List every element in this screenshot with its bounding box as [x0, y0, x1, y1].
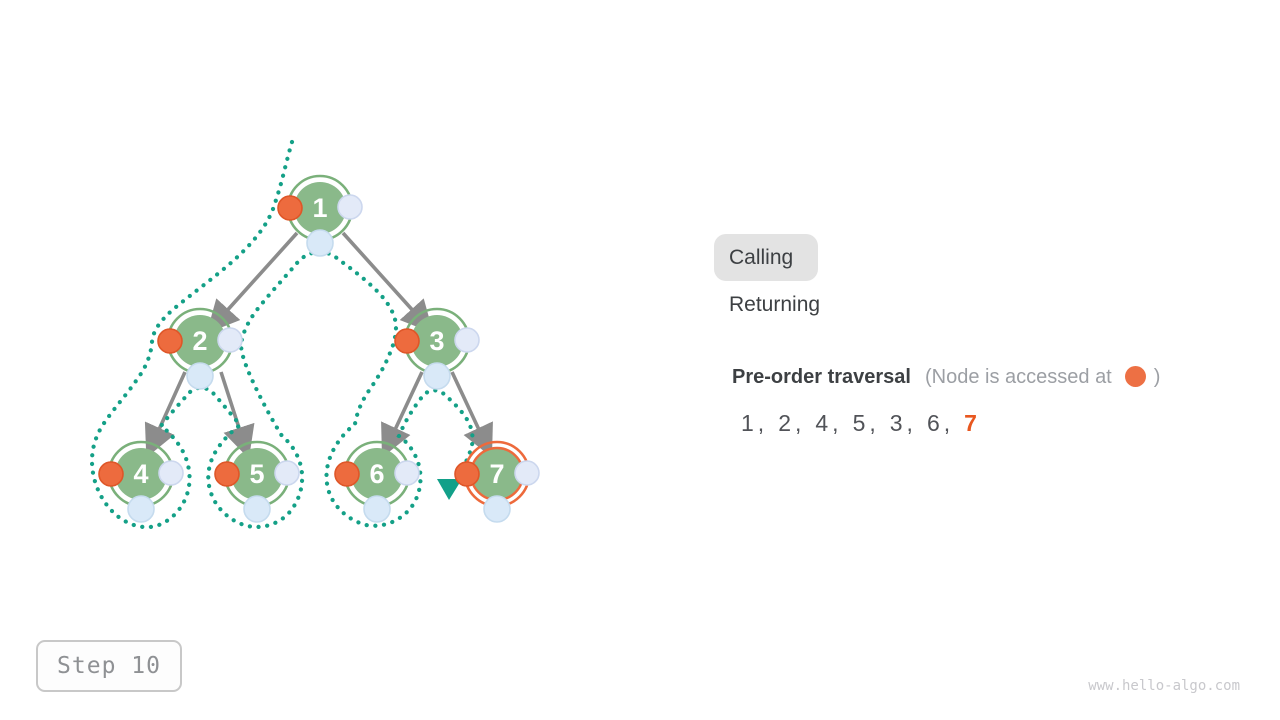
node-bottom-dot: [186, 362, 214, 390]
edge-1-2: [206, 231, 299, 334]
calling-state-badge[interactable]: Calling: [714, 234, 819, 281]
traversal-cursor-icon: [437, 479, 462, 500]
traversal-legend: Pre-order traversal (Node is accessed at): [732, 366, 1160, 389]
node-bottom-dot: [243, 495, 271, 523]
node-right-dot: [158, 460, 184, 486]
edge-2-5: [219, 371, 255, 459]
node-right-dot: [337, 194, 363, 220]
node-value: 4: [133, 459, 148, 489]
node-right-dot: [394, 460, 420, 486]
node-value: 3: [429, 326, 444, 356]
node-value: 6: [369, 459, 384, 489]
node-bottom-dot: [127, 495, 155, 523]
sequence-comma: ,: [869, 410, 876, 436]
tree-diagram: 1 2 3 4 5 6: [89, 139, 540, 530]
step-label: Step 10: [57, 653, 161, 679]
node-right-dot: [274, 460, 300, 486]
access-dot-icon: [1124, 366, 1146, 387]
tree-node-4: 4: [98, 440, 184, 523]
node-bottom-dot: [306, 229, 334, 257]
watermark: www.hello-algo.com: [1088, 678, 1240, 694]
sequence-number: 5: [852, 410, 866, 436]
sequence-comma: ,: [943, 410, 951, 436]
step-indicator: Step 10: [36, 640, 182, 692]
tree-node-2: 2: [157, 307, 243, 390]
sequence-comma: ,: [794, 410, 802, 436]
tree-node-3: 3: [394, 307, 480, 390]
node-access-dot: [98, 461, 124, 487]
node-body: [174, 315, 226, 367]
node-access-dot: [334, 461, 360, 487]
node-value: 1: [312, 193, 327, 223]
node-body: [411, 315, 463, 367]
node-access-dot: [214, 461, 240, 487]
tree-edges: [144, 231, 493, 459]
node-value: 5: [249, 459, 264, 489]
node-right-dot: [217, 327, 243, 353]
sequence-number: 3: [889, 410, 903, 436]
node-access-dot: [277, 195, 303, 221]
node-value: 2: [192, 326, 207, 356]
tree-node-7: 7: [454, 440, 540, 523]
sequence-comma: ,: [906, 410, 913, 436]
tree-node-5: 5: [214, 440, 300, 523]
traversal-path: [89, 139, 475, 530]
node-value: 7: [489, 459, 504, 489]
node-access-dot: [157, 328, 183, 354]
edge-1-3: [341, 231, 434, 334]
traversal-sequence: 1,2,4,5,3,6,7: [741, 410, 977, 437]
returning-state-label[interactable]: Returning: [729, 293, 821, 316]
traversal-title: Pre-order traversal: [732, 366, 911, 388]
node-body: [115, 448, 167, 500]
node-body: [294, 182, 346, 234]
sequence-comma: ,: [757, 410, 765, 436]
sequence-number: 1: [741, 410, 754, 436]
edge-3-7: [450, 371, 493, 458]
sequence-number: 6: [926, 410, 940, 436]
sequence-comma: ,: [832, 410, 839, 436]
node-access-dot: [454, 461, 480, 487]
node-body: [351, 448, 403, 500]
tree-node-1: 1: [277, 174, 363, 257]
node-bottom-dot: [363, 495, 391, 523]
node-right-dot: [454, 327, 480, 353]
sequence-number: 2: [778, 410, 791, 436]
access-note-suffix: ): [1153, 366, 1161, 388]
sequence-current-number: 7: [964, 410, 977, 436]
node-body: [231, 448, 283, 500]
edge-3-6: [381, 371, 424, 458]
node-bottom-dot: [423, 362, 451, 390]
tree-node-6: 6: [334, 440, 420, 523]
access-note-prefix: (Node is accessed at: [924, 366, 1112, 388]
node-right-dot: [514, 460, 540, 486]
node-bottom-dot: [483, 495, 511, 523]
node-access-dot: [394, 328, 420, 354]
sequence-number: 4: [815, 410, 829, 436]
